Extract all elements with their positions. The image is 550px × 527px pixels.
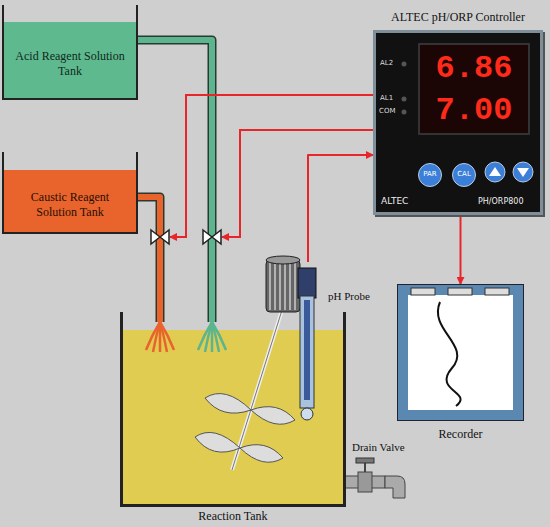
caustic-spray bbox=[146, 322, 174, 352]
node-text: ALTEC pH/ORP Controller bbox=[356, 10, 550, 25]
recorder-slot bbox=[448, 288, 472, 295]
caustic-liquid bbox=[4, 170, 136, 232]
label: ALTEC bbox=[381, 196, 408, 206]
valve-symbol bbox=[203, 230, 221, 244]
label: Drain Valve bbox=[352, 441, 405, 453]
label: AL1 bbox=[380, 94, 393, 102]
led bbox=[402, 62, 407, 67]
node-text: PAR bbox=[419, 170, 441, 178]
node-text: Recorder bbox=[388, 427, 533, 442]
up-button bbox=[485, 162, 505, 182]
led bbox=[402, 110, 407, 115]
node-text: pH Probe bbox=[328, 290, 370, 302]
controller-box: ALTEC pH/ORP Controller6.867.00PARCAL bbox=[373, 30, 543, 215]
connector-stroke bbox=[308, 155, 373, 262]
drain-valve bbox=[345, 458, 405, 498]
ph-probe bbox=[298, 268, 316, 420]
ph-probe: pH Probe bbox=[298, 262, 318, 420]
recorder-slot bbox=[485, 288, 509, 295]
caustic-tank: Caustic Reagent Solution Tank bbox=[2, 152, 138, 234]
control-wire bbox=[222, 130, 373, 237]
connector-stroke bbox=[138, 40, 212, 322]
acid-spray bbox=[198, 322, 226, 352]
connector-stroke bbox=[138, 197, 160, 322]
display-panel: 6.867.00 bbox=[418, 43, 530, 135]
node-text: Acid Reagent Solution Tank bbox=[12, 49, 128, 79]
label: PH/ORP800 bbox=[478, 197, 523, 206]
reagent-pipe bbox=[138, 197, 160, 322]
recorder: Recorder bbox=[398, 285, 523, 420]
down-button bbox=[513, 162, 533, 182]
node-text: 7.00 bbox=[420, 91, 528, 131]
node-text: Caustic Reagent Solution Tank bbox=[12, 190, 128, 220]
valve-symbol bbox=[151, 230, 169, 244]
reagent-pipe bbox=[138, 40, 212, 322]
recorder-slot bbox=[411, 288, 435, 295]
control-wire bbox=[170, 95, 373, 237]
label: COM bbox=[379, 107, 395, 115]
connector-stroke bbox=[138, 197, 160, 322]
down-arrow bbox=[517, 168, 529, 177]
led bbox=[402, 97, 407, 102]
par-button: PAR bbox=[418, 163, 442, 187]
cal-button: CAL bbox=[452, 163, 476, 187]
connector-stroke bbox=[138, 40, 212, 322]
node-text: CAL bbox=[453, 170, 475, 178]
signal-line bbox=[308, 155, 373, 262]
up-arrow bbox=[489, 167, 501, 176]
connector-stroke bbox=[460, 215, 462, 284]
acid-liquid bbox=[4, 22, 136, 98]
acid-tank: Acid Reagent Solution Tank bbox=[2, 5, 138, 100]
recorder-trace bbox=[438, 302, 461, 406]
node-text: Reaction Tank bbox=[123, 509, 343, 524]
label: AL2 bbox=[380, 59, 393, 67]
reaction-tank: Reaction Tank bbox=[120, 312, 346, 507]
signal-line bbox=[460, 215, 461, 284]
node-text: 6.86 bbox=[420, 49, 528, 89]
